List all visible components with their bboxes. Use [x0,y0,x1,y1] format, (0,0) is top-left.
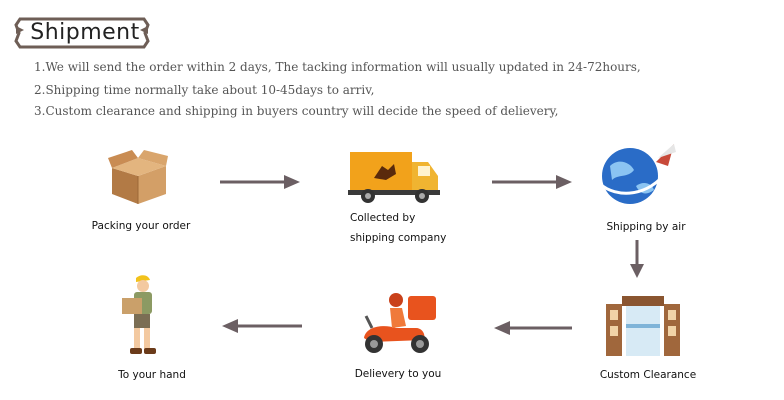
step-delivery-label: Delievery to you [354,368,442,380]
box-icon [108,150,168,204]
step-packing-label: Packing your order [91,220,191,232]
truck-icon [348,152,440,203]
note-2: 2.Shipping time normally take about 10-4… [34,83,375,97]
customs-building-icon [606,296,680,356]
arrow-left-icon [494,321,572,335]
globe-rocket-icon [599,144,676,204]
arrow-right-icon [220,175,300,189]
courier-icon [122,275,156,354]
arrow-down-icon [630,240,644,278]
page-title: Shipment [30,20,140,45]
step-collected-label-1: Collected by [350,212,416,224]
step-customs-label: Custom Clearance [599,369,697,381]
note-3: 3.Custom clearance and shipping in buyer… [34,104,559,118]
scooter-icon [364,293,436,353]
arrow-left-icon [222,319,302,333]
step-collected-label-2: shipping company [350,232,447,244]
arrow-right-icon [492,175,572,189]
step-air-label: Shipping by air [606,221,686,233]
title-banner-icon [14,17,150,49]
note-1: 1.We will send the order within 2 days, … [34,60,641,74]
step-hand-label: To your hand [118,369,186,381]
